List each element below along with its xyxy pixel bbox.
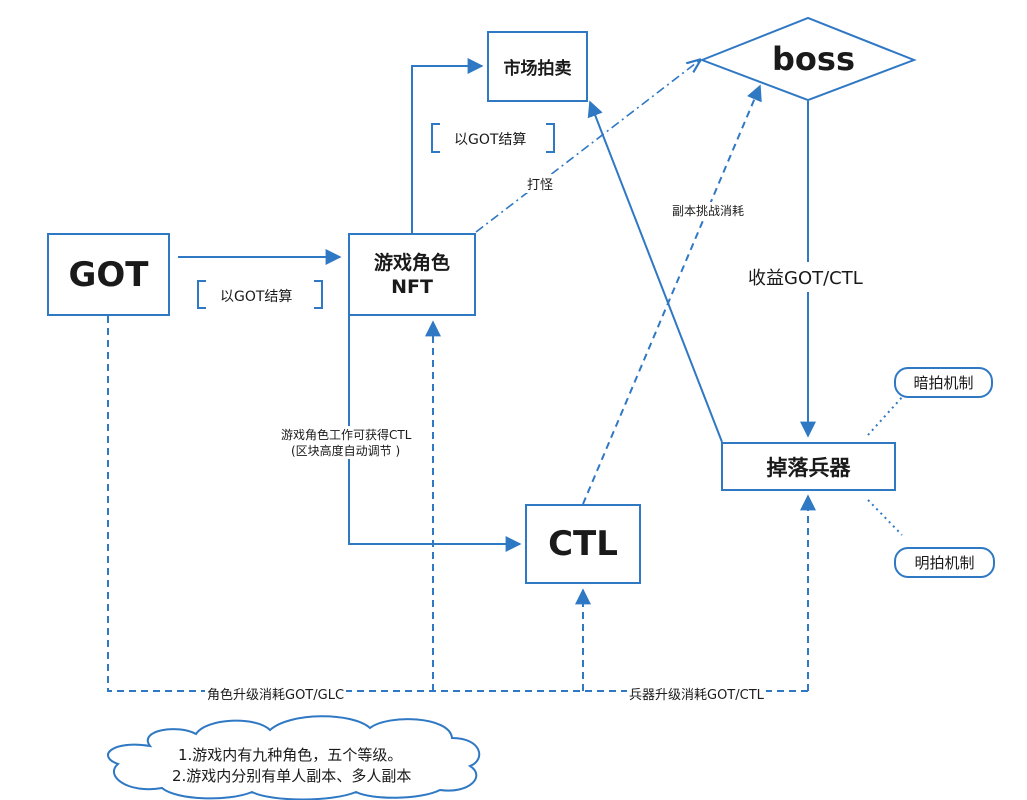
note-line-1: 1.游戏内有九种角色，五个等级。	[178, 746, 403, 764]
game-role-node: 游戏角色 NFT	[348, 233, 476, 316]
settle-got-label-top: 以GOT结算	[454, 132, 527, 148]
weapon-upgrade-label: 兵器升级消耗GOT/CTL	[627, 684, 766, 703]
dark-auction-pill: 暗拍机制	[894, 367, 993, 398]
dotted-open-auction	[867, 499, 903, 536]
open-auction-pill: 明拍机制	[894, 547, 995, 578]
arrow-role-to-market	[411, 58, 484, 234]
got-node: GOT	[47, 233, 170, 316]
work-ctl-label-1: 游戏角色工作可获得CTL	[279, 426, 414, 443]
arrow-role-to-ctl	[348, 316, 522, 552]
market-auction-label: 市场拍卖	[503, 59, 572, 79]
dashed-got-upgrade-line	[107, 316, 808, 692]
note-line-2: 2.游戏内分别有单人副本、多人副本	[172, 767, 412, 785]
earn-label: 收益GOT/CTL	[744, 262, 867, 292]
note-cloud	[107, 715, 481, 800]
ctl-node-label: CTL	[548, 524, 618, 564]
boss-diamond	[699, 16, 917, 102]
arrow-weapons-to-market	[587, 100, 723, 443]
bracket-right-1	[546, 123, 555, 153]
drop-weapons-node: 掉落兵器	[721, 442, 896, 491]
bracket-left-1	[431, 123, 440, 153]
dotted-dark-auction	[867, 394, 905, 436]
drop-weapons-label: 掉落兵器	[766, 455, 851, 480]
open-auction-label: 明拍机制	[914, 554, 975, 572]
ctl-node: CTL	[525, 504, 641, 584]
got-node-label: GOT	[68, 254, 149, 295]
game-role-nft-label: NFT	[391, 275, 433, 298]
arrow-role-to-boss	[475, 60, 700, 233]
boss-node-label: boss	[772, 40, 855, 78]
game-role-label: 游戏角色	[373, 251, 450, 274]
arrow-ctl-to-boss	[582, 84, 762, 505]
work-ctl-label-2: (区块高度自动调节 )	[289, 442, 403, 459]
bracket-right-2	[314, 280, 323, 309]
role-upgrade-label: 角色升级消耗GOT/GLC	[205, 684, 347, 703]
market-auction-node: 市场拍卖	[487, 31, 588, 102]
settle-got-label-left: 以GOT结算	[220, 289, 293, 305]
dark-auction-label: 暗拍机制	[913, 374, 974, 392]
dungeon-consume-label: 副本挑战消耗	[670, 202, 747, 219]
fight-monster-label: 打怪	[525, 174, 556, 193]
bracket-left-2	[197, 280, 206, 309]
